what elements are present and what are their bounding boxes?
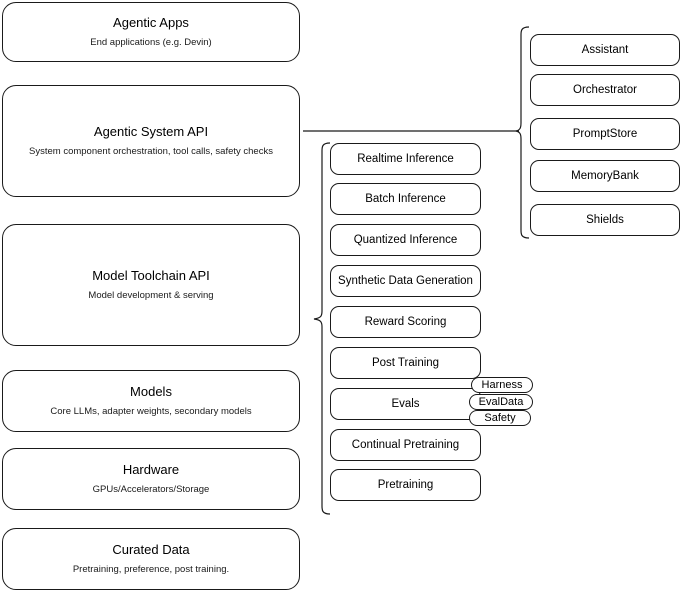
layer-subtitle: End applications (e.g. Devin) bbox=[90, 36, 212, 48]
layer-model-toolchain-api[interactable]: Model Toolchain API Model development & … bbox=[2, 224, 300, 346]
layer-title: Curated Data bbox=[112, 542, 190, 558]
eval-badge-harness[interactable]: Harness bbox=[471, 377, 533, 393]
layer-title: Agentic System API bbox=[93, 124, 209, 140]
layer-title: Agentic Apps bbox=[113, 15, 189, 31]
layer-curated-data[interactable]: Curated Data Pretraining, preference, po… bbox=[2, 528, 300, 590]
layer-subtitle: Model development & serving bbox=[88, 289, 214, 301]
layer-subtitle: System component orchestration, tool cal… bbox=[29, 145, 273, 157]
brace-toolchain-capabilities bbox=[313, 142, 331, 515]
capability-batch-inference[interactable]: Batch Inference bbox=[330, 183, 481, 215]
layer-hardware[interactable]: Hardware GPUs/Accelerators/Storage bbox=[2, 448, 300, 510]
component-orchestrator[interactable]: Orchestrator bbox=[530, 74, 680, 106]
capability-realtime-inference[interactable]: Realtime Inference bbox=[330, 143, 481, 175]
layer-subtitle: Core LLMs, adapter weights, secondary mo… bbox=[50, 405, 252, 417]
layer-title: Hardware bbox=[122, 462, 180, 478]
capability-reward-scoring[interactable]: Reward Scoring bbox=[330, 306, 481, 338]
layer-subtitle: GPUs/Accelerators/Storage bbox=[92, 483, 210, 495]
capability-synthetic-data-generation[interactable]: Synthetic Data Generation bbox=[330, 265, 481, 297]
component-assistant[interactable]: Assistant bbox=[530, 34, 680, 66]
component-shields[interactable]: Shields bbox=[530, 204, 680, 236]
capability-pretraining[interactable]: Pretraining bbox=[330, 469, 481, 501]
capability-evals[interactable]: Evals bbox=[330, 388, 481, 420]
capability-quantized-inference[interactable]: Quantized Inference bbox=[330, 224, 481, 256]
capability-continual-pretraining[interactable]: Continual Pretraining bbox=[330, 429, 481, 461]
component-memorybank[interactable]: MemoryBank bbox=[530, 160, 680, 192]
layer-title: Model Toolchain API bbox=[92, 268, 210, 284]
eval-badge-safety[interactable]: Safety bbox=[469, 410, 531, 426]
capability-post-training[interactable]: Post Training bbox=[330, 347, 481, 379]
layer-subtitle: Pretraining, preference, post training. bbox=[72, 563, 230, 575]
layer-agentic-system-api[interactable]: Agentic System API System component orch… bbox=[2, 85, 300, 197]
brace-system-components bbox=[515, 26, 530, 239]
eval-badge-evaldata[interactable]: EvalData bbox=[469, 394, 533, 410]
layer-models[interactable]: Models Core LLMs, adapter weights, secon… bbox=[2, 370, 300, 432]
component-promptstore[interactable]: PromptStore bbox=[530, 118, 680, 150]
layer-agentic-apps[interactable]: Agentic Apps End applications (e.g. Devi… bbox=[2, 2, 300, 62]
layer-title: Models bbox=[130, 384, 172, 400]
